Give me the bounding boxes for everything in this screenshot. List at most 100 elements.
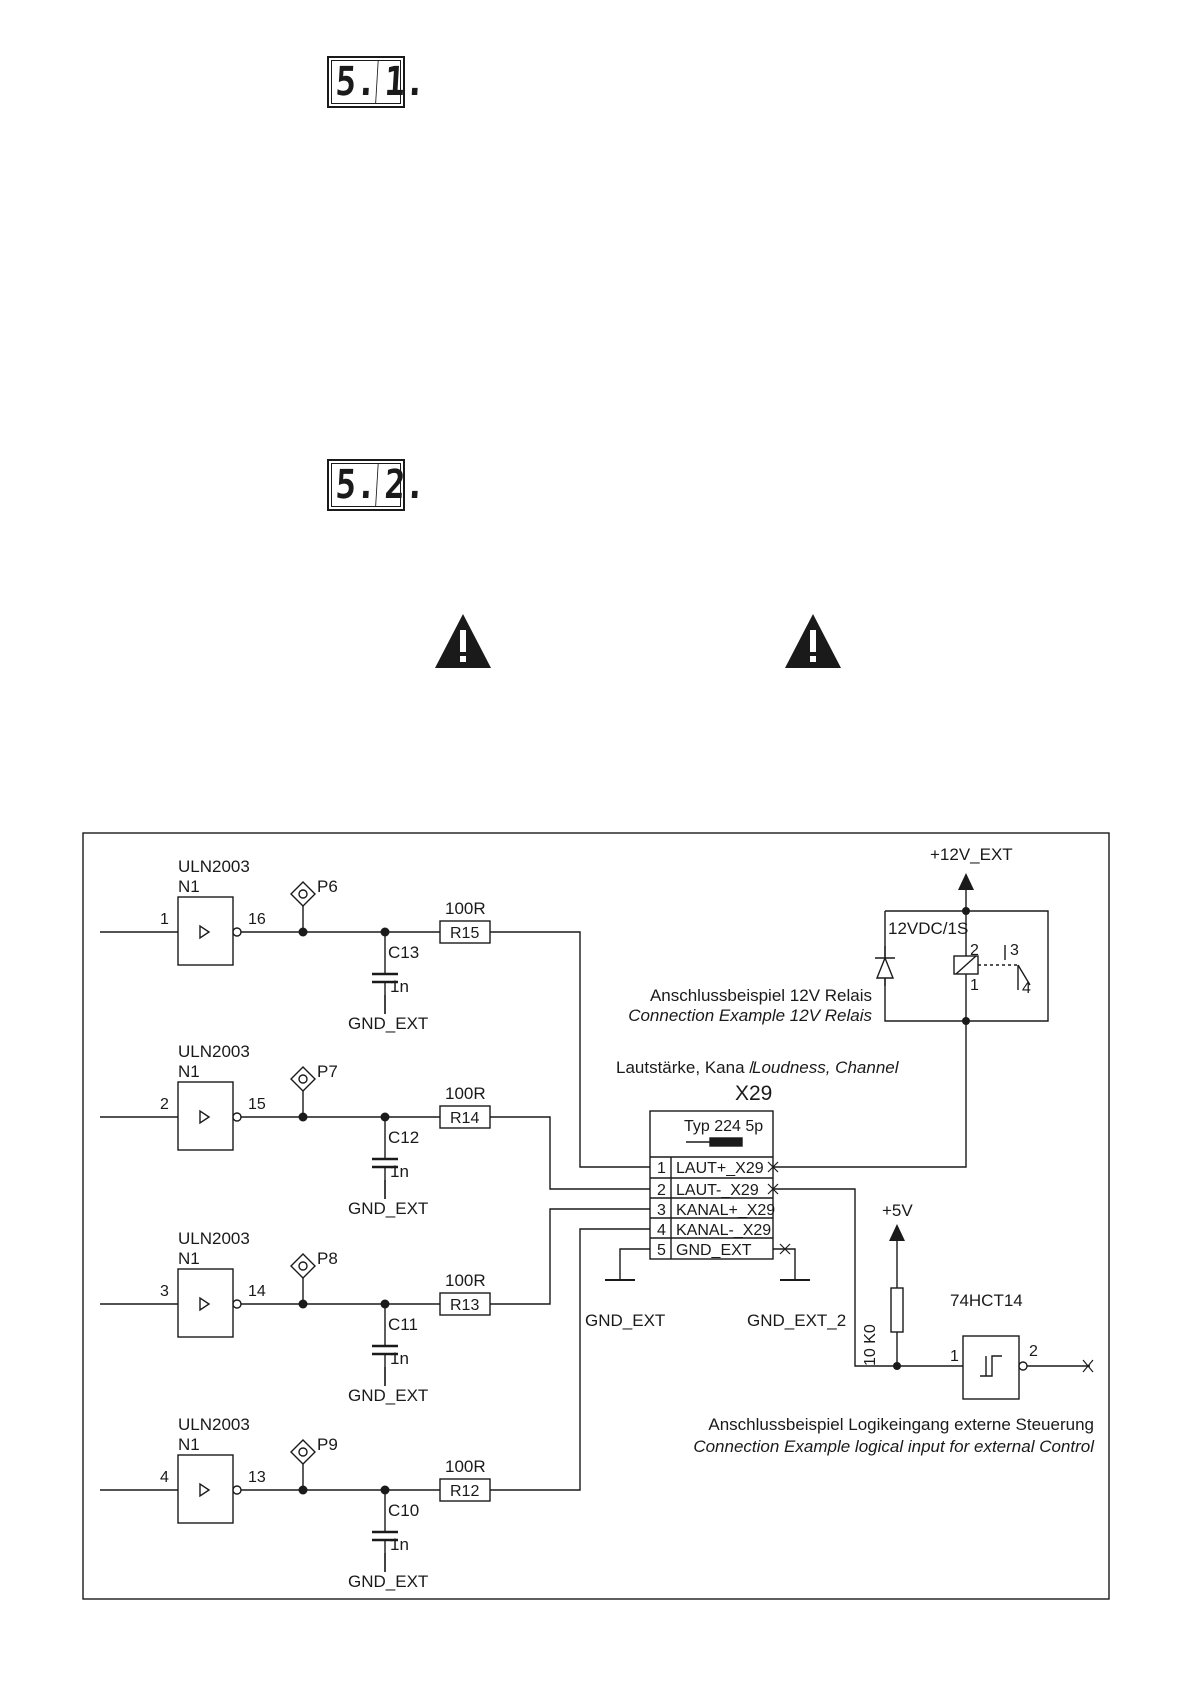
resistor-label: R14	[450, 1110, 479, 1127]
driver-unit-label: N1	[178, 877, 200, 896]
wire-kanal-plus	[490, 1208, 650, 1305]
relay-coil-label: 12VDC/1S	[888, 919, 968, 938]
driver-unit-label: N1	[178, 1062, 200, 1081]
supply-label: +12V_EXT	[930, 845, 1013, 864]
wire-laut-plus	[490, 931, 650, 1168]
resistor-label: R15	[450, 925, 479, 942]
connector-type: Typ 224 5p	[684, 1118, 763, 1135]
connector-x29: Lautstärke, Kana / Loudness, Channel X29…	[616, 1058, 900, 1260]
seven-segment-display-s1: 5. 1.	[327, 56, 427, 108]
capacitor-value: 1n	[390, 1349, 409, 1368]
test-point-icon	[290, 1066, 316, 1092]
diode-icon	[875, 956, 895, 979]
output-pin-label: 14	[248, 1283, 266, 1300]
wire-gnd-ext-2	[773, 1248, 796, 1280]
wire-gnd-ext	[619, 1248, 650, 1280]
connector-name: X29	[735, 1082, 772, 1105]
pullup-resistor	[890, 1287, 904, 1333]
output-cross-mark	[1082, 1359, 1094, 1373]
connector-body	[649, 1110, 774, 1260]
supply-label: +5V	[882, 1201, 913, 1220]
pin-label: LAUT+_X29	[676, 1160, 764, 1177]
pin-label: GND_EXT	[676, 1242, 752, 1259]
output-pin-label: 16	[248, 911, 266, 928]
resistor-value: 100R	[445, 899, 486, 918]
capacitor-value: 1n	[390, 1162, 409, 1181]
wire-laut-minus-right	[773, 1188, 898, 1367]
capacitor-value: 1n	[390, 1535, 409, 1554]
pullup-resistor-label: 10 K0	[862, 1324, 879, 1366]
gnd-label: GND_EXT	[348, 1199, 428, 1218]
input-pin-label: 1	[160, 911, 169, 928]
schematic-frame	[82, 832, 1110, 1600]
wire-laut-minus	[490, 1116, 650, 1190]
relay-caption-en: Connection Example 12V Relais	[628, 1006, 872, 1025]
driver-ic-label: ULN2003	[178, 1415, 250, 1434]
relay-contact-label: 3	[1010, 942, 1019, 959]
connector-caption-en: Loudness, Channel	[752, 1058, 900, 1077]
schmitt-trigger-gate	[962, 1335, 1020, 1400]
capacitor-label: C11	[388, 1315, 418, 1334]
resistor-value: 100R	[445, 1271, 486, 1290]
driver-ic-label: ULN2003	[178, 1229, 250, 1248]
resistor-value: 100R	[445, 1084, 486, 1103]
driver-ic-label: ULN2003	[178, 857, 250, 876]
capacitor-label: C10	[388, 1501, 419, 1520]
input-pin-label: 2	[160, 1096, 169, 1113]
input-pin-label: 4	[160, 1469, 169, 1486]
pin-label: LAUT-_X29	[676, 1182, 759, 1199]
logic-ic-label: 74HCT14	[950, 1291, 1023, 1310]
capacitor-label: C12	[388, 1128, 419, 1147]
gnd-label: GND_EXT	[348, 1572, 428, 1591]
schmitt-trigger-icon	[980, 1355, 1002, 1377]
pin-number: 1	[657, 1160, 666, 1177]
pin-number: 3	[657, 1202, 666, 1219]
warning-triangle-icon	[435, 614, 491, 668]
relay-pin-label: 1	[970, 977, 979, 994]
gate-pin-label: 1	[950, 1348, 959, 1365]
supply-arrow-icon	[889, 1224, 905, 1241]
gnd-label: GND_EXT	[348, 1386, 428, 1405]
relay-contact-switch	[1017, 964, 1031, 986]
test-point-label: P6	[317, 877, 338, 896]
capacitor-value: 1n	[390, 977, 409, 996]
relay-example: +12V_EXT 12VDC/1S 2 1 3 4 Anschlussbeisp…	[628, 845, 1049, 1025]
resistor-label: R12	[450, 1483, 479, 1500]
connector-pin: 1 LAUT+_X29	[657, 1160, 764, 1177]
gnd-label: GND_EXT	[348, 1014, 428, 1033]
output-pin-label: 15	[248, 1096, 266, 1113]
wire-laut-plus-right	[773, 1021, 967, 1168]
relay-pin-label: 2	[970, 942, 979, 959]
pin-label: KANAL-_X29	[676, 1222, 771, 1239]
driver-unit-label: N1	[178, 1435, 200, 1454]
buffer-triangle-icon	[199, 1109, 211, 1125]
relay-contact-label: 4	[1022, 980, 1031, 997]
pin-cross-marks	[767, 1161, 791, 1255]
warning-triangle-icon	[785, 614, 841, 668]
pin-number: 2	[657, 1182, 666, 1199]
input-pin-label: 3	[160, 1283, 169, 1300]
buffer-triangle-icon	[199, 1482, 211, 1498]
resistor-value: 100R	[445, 1457, 486, 1476]
logic-input-example: +5V 10 K0 74HCT14 1 2 Anschlussbeispiel …	[693, 1201, 1095, 1456]
wire-kanal-minus	[490, 1228, 650, 1491]
connector-pin: 2 LAUT-_X29	[650, 1177, 773, 1199]
buffer-triangle-icon	[199, 1296, 211, 1312]
gnd-label: GND_EXT	[585, 1311, 665, 1330]
seven-segment-display-s2: 5. 2.	[327, 459, 427, 511]
output-pin-label: 13	[248, 1469, 266, 1486]
driver-unit-label: N1	[178, 1249, 200, 1268]
supply-arrow-icon	[958, 873, 974, 890]
capacitor-label: C13	[388, 943, 419, 962]
test-point-icon	[290, 1253, 316, 1279]
relay-caption-de: Anschlussbeispiel 12V Relais	[650, 986, 872, 1005]
test-point-label: P7	[317, 1062, 338, 1081]
test-point-label: P9	[317, 1435, 338, 1454]
